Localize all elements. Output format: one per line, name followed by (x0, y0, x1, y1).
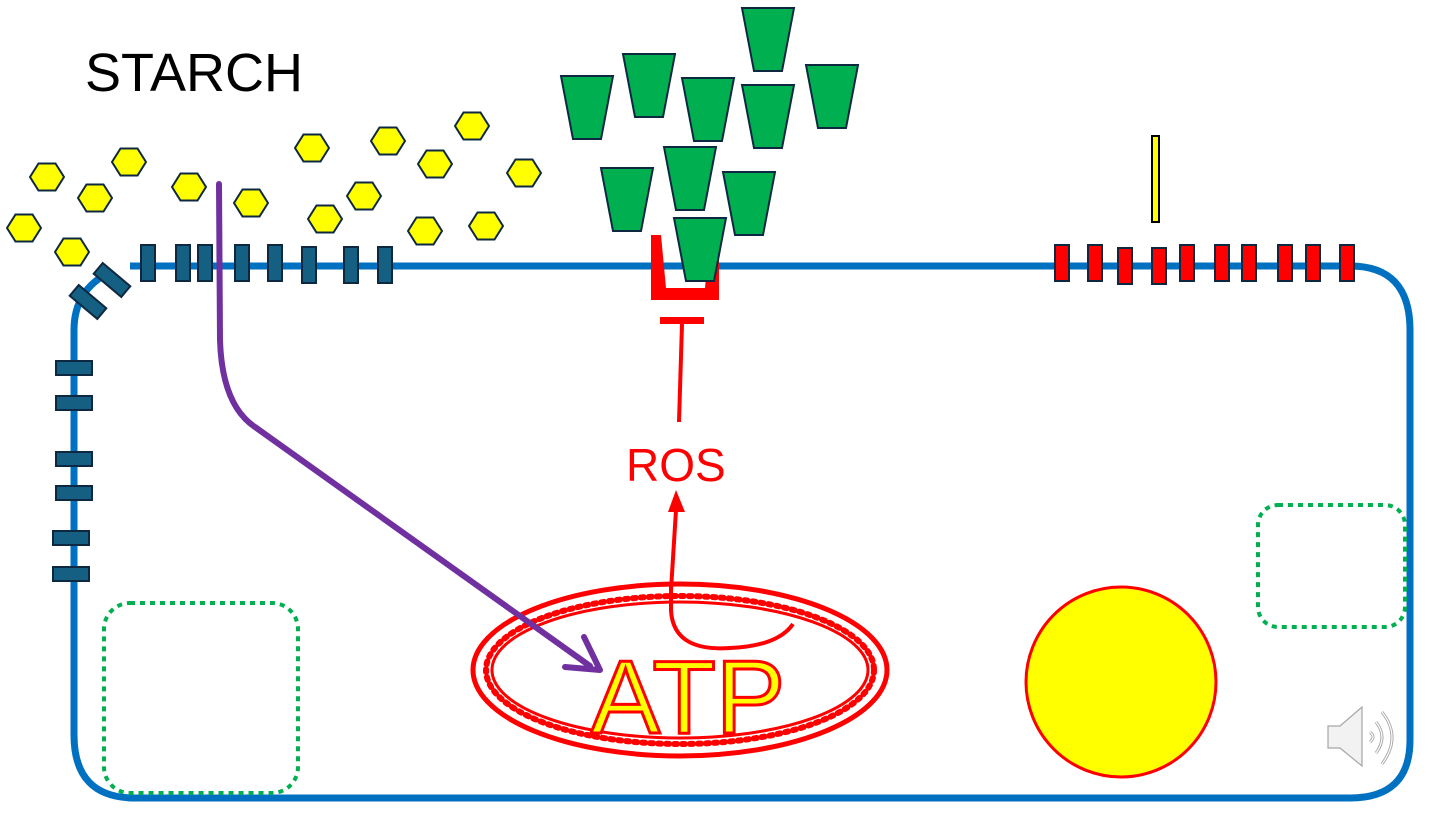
red-channel (1305, 244, 1321, 282)
red-channel (1054, 244, 1070, 282)
starch-granule (28, 162, 66, 192)
transporter-channel (234, 244, 250, 282)
green-ligand (662, 146, 718, 211)
red-channel (1277, 244, 1293, 282)
atp-label: ATP (591, 640, 786, 756)
starch-granule (406, 216, 444, 246)
vesicle-left (102, 601, 300, 795)
red-channels (1054, 244, 1355, 285)
transporter-channels (52, 244, 393, 582)
green-ligand (721, 171, 777, 236)
uptake-arrow (216, 181, 603, 673)
starch-granule (293, 133, 331, 163)
starch-granule (416, 149, 454, 179)
red-channel (1214, 244, 1230, 282)
starch-granules (5, 111, 543, 267)
vesicle-right (1256, 503, 1407, 629)
green-ligands (559, 7, 860, 282)
transporter-channel (55, 451, 93, 467)
transporter-channel (55, 485, 93, 501)
starch-granule (170, 172, 208, 202)
starch-granule (505, 158, 543, 188)
starch-title: STARCH (85, 43, 304, 103)
ros-arrow-head (668, 490, 685, 512)
starch-granule (369, 126, 407, 156)
inhibition-line (677, 323, 684, 423)
mitochondrion (470, 581, 890, 759)
starch-granule (467, 211, 505, 241)
red-channel (1241, 244, 1257, 282)
starch-granule (76, 183, 114, 213)
nucleus (1024, 585, 1218, 779)
starch-granule (53, 237, 91, 267)
ros-loop (669, 585, 795, 651)
ros-pathway (660, 317, 795, 651)
transporter-channel (343, 246, 359, 284)
green-ligand (740, 84, 796, 149)
transporter-channel (52, 566, 90, 582)
red-channel (1179, 244, 1195, 282)
green-ligand (740, 7, 796, 72)
green-ligand (621, 53, 677, 118)
transporter-channel (92, 261, 132, 299)
red-channel (1087, 244, 1103, 282)
green-ligand (599, 167, 655, 232)
transporter-channel (377, 246, 393, 284)
starch-granule (453, 111, 491, 141)
ros-arrow-shaft (669, 509, 678, 591)
starch-granule (232, 188, 270, 218)
red-channel (1117, 247, 1133, 285)
green-ligand (559, 75, 615, 140)
transporter-channel (140, 244, 156, 282)
starch-granule (306, 204, 344, 234)
inhibition-bar (660, 317, 704, 324)
green-ligand (672, 217, 728, 282)
transporter-channel (175, 244, 191, 282)
transporter-channel (301, 246, 317, 284)
transporter-channel (197, 244, 213, 282)
red-channel (1151, 247, 1167, 285)
starch-granule (345, 181, 383, 211)
yellow-signal-rod (1151, 135, 1160, 223)
transporter-channel (55, 360, 93, 376)
red-channel (1339, 244, 1355, 282)
transporter-channel (52, 530, 90, 546)
green-ligand (804, 64, 860, 129)
starch-granule (110, 147, 148, 177)
cell-membrane (70, 262, 1414, 802)
transporter-channel (55, 395, 93, 411)
speaker-icon[interactable] (1326, 705, 1406, 770)
transporter-channel (68, 283, 108, 321)
transporter-channel (267, 244, 283, 282)
green-ligand (680, 77, 736, 142)
starch-granule (5, 213, 43, 243)
ros-label: ROS (626, 439, 726, 491)
